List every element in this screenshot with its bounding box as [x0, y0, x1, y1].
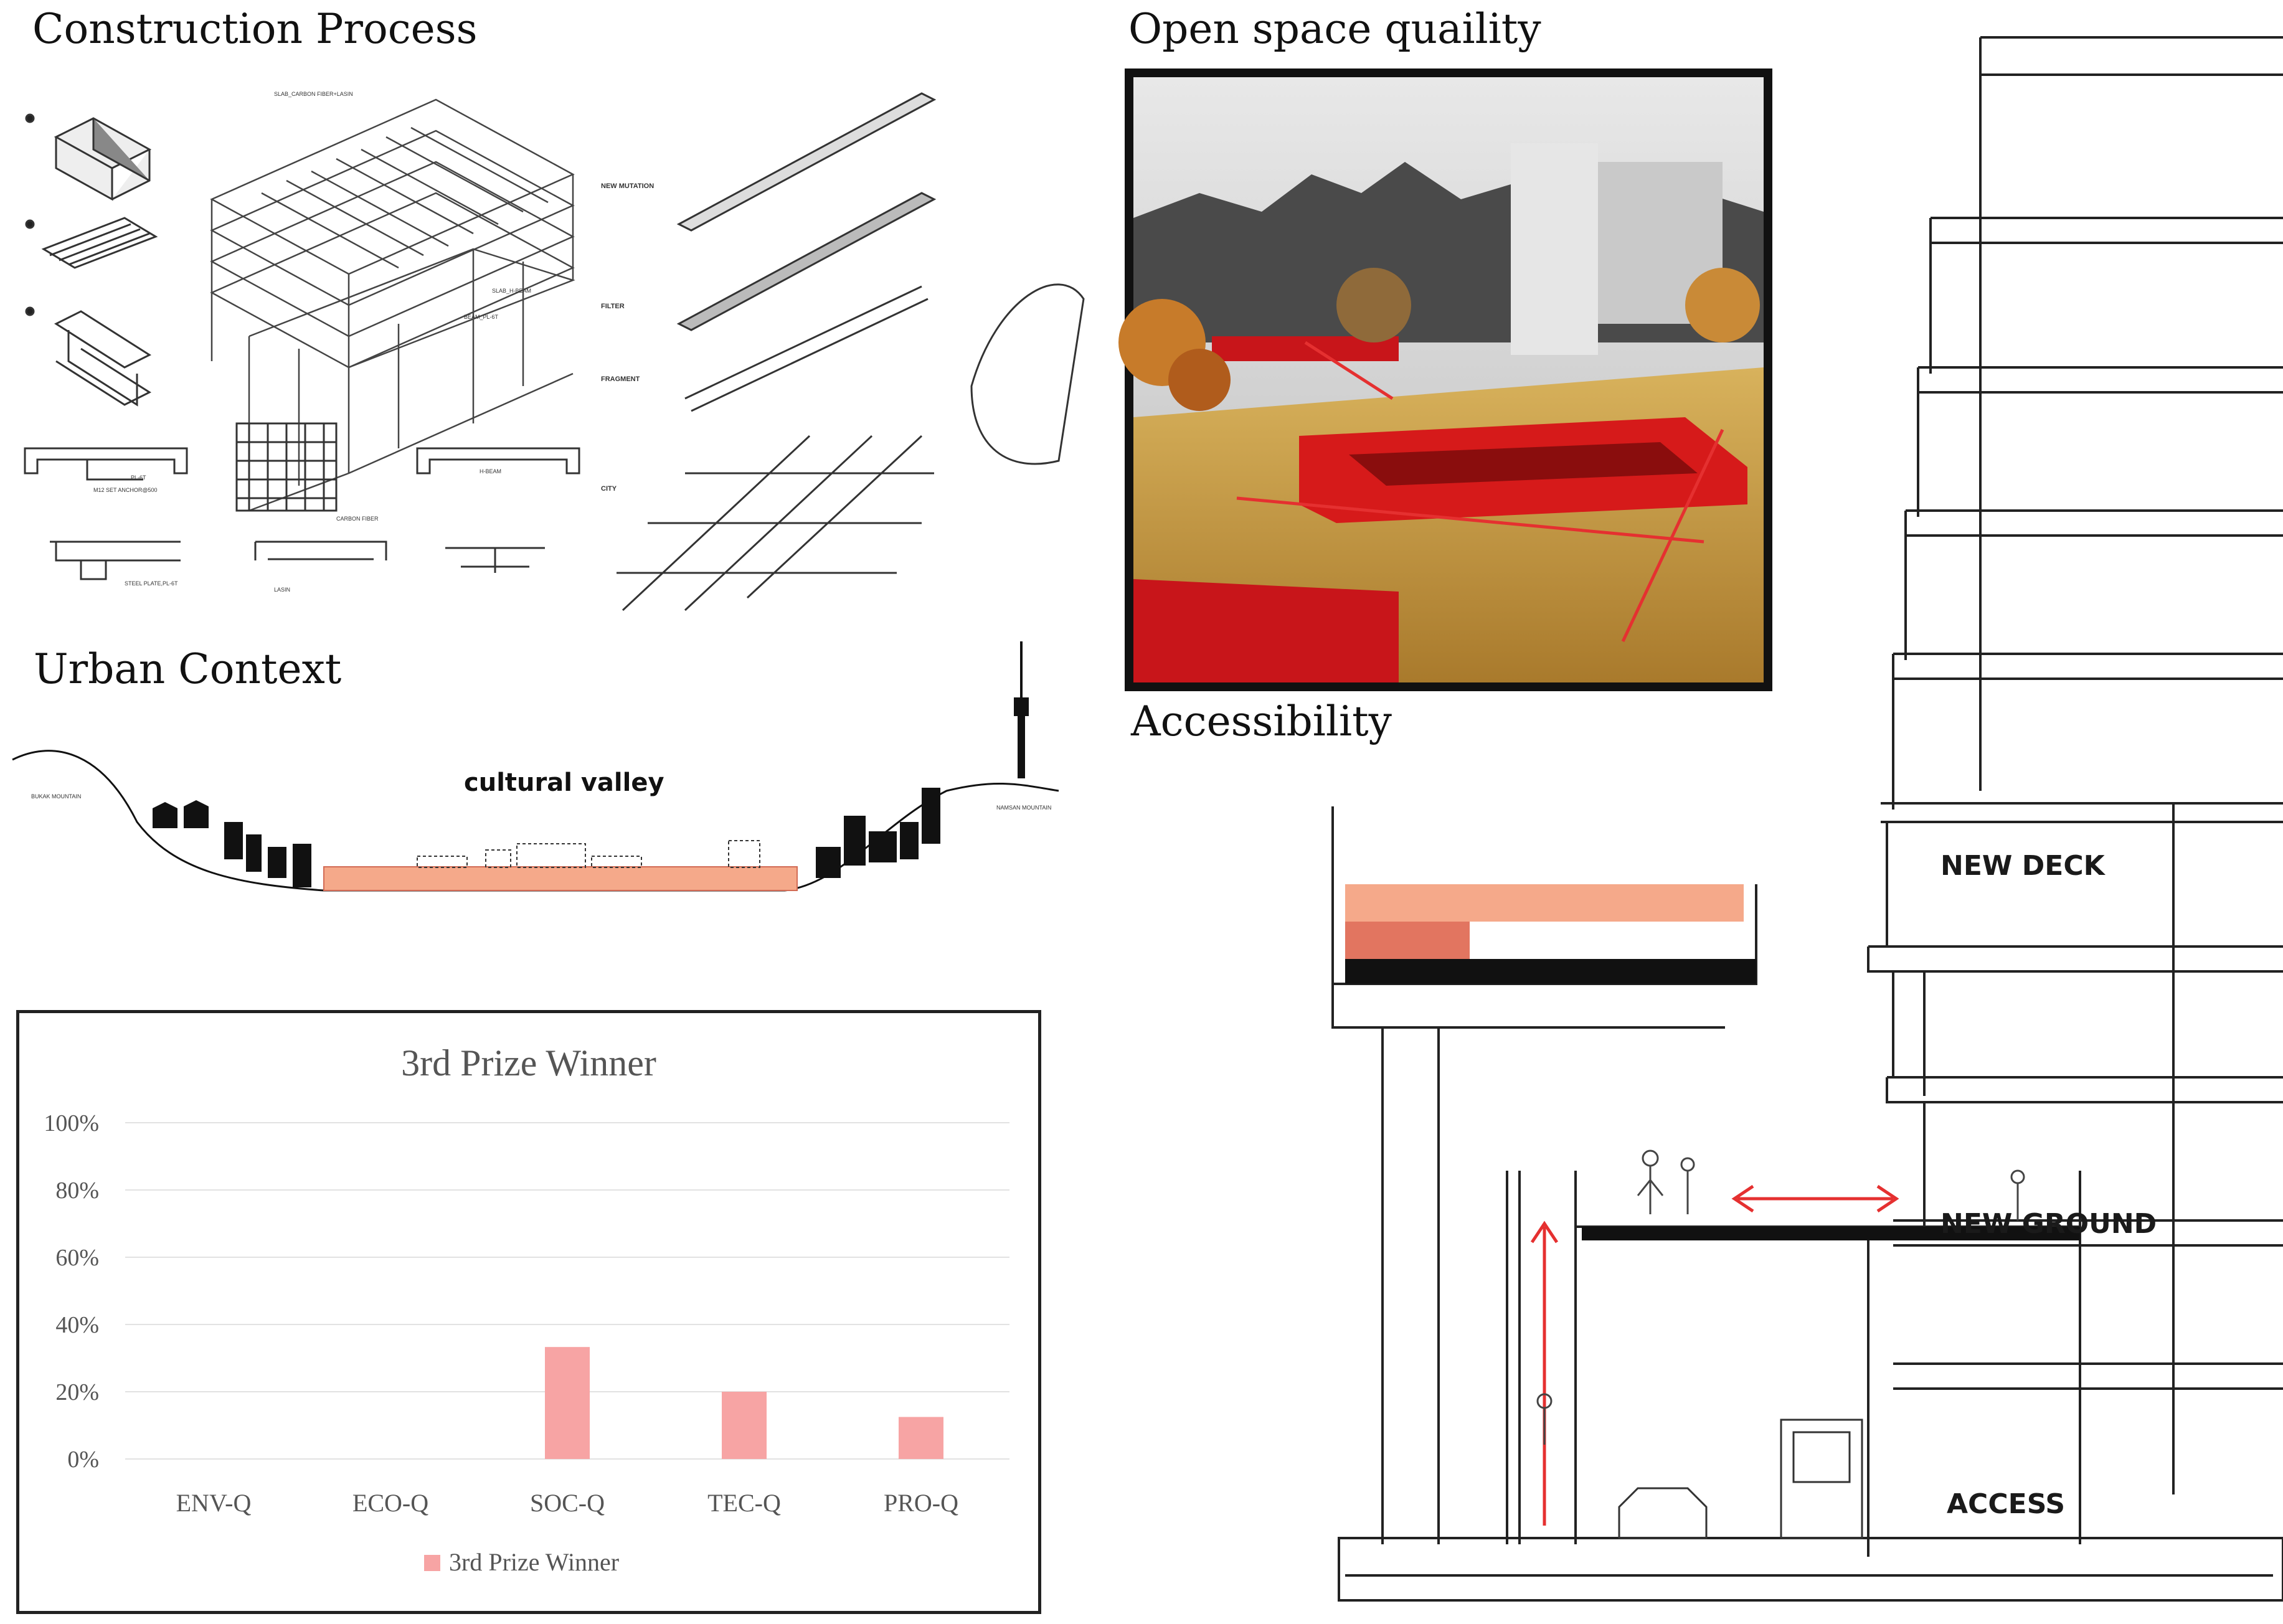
- axonometric-frame: [210, 98, 575, 512]
- chart-title: 3rd Prize Winner: [401, 1042, 656, 1083]
- bukak-mountain-label: BUKAK MOUNTAIN: [31, 793, 81, 800]
- open-space-render: [1118, 68, 1772, 691]
- callout-anchor: M12 SET ANCHOR@500: [93, 487, 158, 493]
- callout-steel-plate: STEEL PLATE,PL-6T: [125, 580, 178, 587]
- callout-slab-carbon: SLAB_CARBON FIBER+LASIN: [274, 91, 353, 97]
- right-buildings: [816, 788, 940, 878]
- y-tick-label: 20%: [55, 1379, 99, 1405]
- vehicles: [1618, 1419, 1863, 1539]
- component-channel: [25, 113, 152, 201]
- prize-bar-chart: 3rd Prize Winner 100% 80% 60% 40% 20% 0% ENV-Q E…: [44, 1042, 1009, 1576]
- trees: [1118, 268, 1760, 411]
- building-section: NEW DECK NEW GROUND ACCESS: [1331, 36, 2283, 1602]
- people-figures: [1536, 1150, 2025, 1445]
- bar: [899, 1417, 943, 1459]
- y-tick-label: 80%: [55, 1178, 99, 1204]
- x-tick-label: SOC-Q: [530, 1489, 605, 1517]
- deck-soil: [1345, 884, 1744, 922]
- new-ground-label: NEW GROUND: [1940, 1208, 2157, 1240]
- new-ground-slab: [1582, 1227, 2080, 1240]
- prize-chart-panel: 3rd Prize Winner 100% 80% 60% 40% 20% 0% ENV-Q E…: [16, 1010, 1041, 1614]
- open-space-heading: Open space quaility: [1128, 5, 1541, 53]
- y-tick-label: 0%: [67, 1447, 99, 1473]
- namsan-tower: [1014, 641, 1029, 778]
- legend-swatch: [424, 1555, 440, 1571]
- x-tick-label: TEC-Q: [707, 1489, 781, 1517]
- callout-carbon-fiber: CARBON FIBER: [336, 516, 379, 522]
- layer-label-fragment: FRAGMENT: [601, 375, 640, 383]
- layer-strips: [617, 92, 1085, 611]
- callout-slab-hbeam: SLAB_H-BEAM: [492, 288, 531, 294]
- y-tick-label: 40%: [55, 1312, 99, 1338]
- bar: [545, 1347, 590, 1459]
- callout-hbeam: H-BEAM: [480, 468, 501, 474]
- construction-drawings: SLAB_CARBON FIBER+LASIN SLAB_H-BEAM BEAM…: [24, 91, 1085, 611]
- accessibility-heading: Accessibility: [1131, 697, 1392, 745]
- callout-pl: PL-6T: [131, 474, 146, 481]
- namsan-mountain-label: NAMSAN MOUNTAIN: [996, 805, 1051, 811]
- urban-context-section: cultural valley BUKAK MOUNTAIN NAMSAN MO…: [12, 641, 1059, 892]
- details-row: [24, 422, 580, 580]
- section-arrows: [1530, 1184, 1899, 1526]
- facade-frame: [1867, 36, 2283, 1557]
- cultural-valley-band: [323, 866, 798, 891]
- legend-label: 3rd Prize Winner: [449, 1548, 619, 1576]
- y-tick-label: 60%: [55, 1245, 99, 1271]
- x-tick-label: ECO-Q: [352, 1489, 428, 1517]
- layer-label-city: CITY: [601, 485, 617, 493]
- callout-lasin: LASIN: [274, 587, 290, 593]
- new-deck-label: NEW DECK: [1940, 850, 2106, 882]
- component-carbon: [25, 217, 158, 269]
- dashed-structures: [417, 840, 760, 868]
- layer-label-filter: FILTER: [601, 303, 625, 310]
- x-tick-label: ENV-Q: [176, 1489, 252, 1517]
- component-hbeam: [25, 306, 152, 407]
- tower-block: [1511, 143, 1598, 355]
- layer-label-mutation: NEW MUTATION: [601, 182, 654, 190]
- access-label: ACCESS: [1947, 1488, 2065, 1520]
- access-arrows: [1236, 341, 1724, 643]
- cultural-valley-label: cultural valley: [464, 768, 664, 797]
- left-buildings: [153, 800, 311, 887]
- construction-process-heading: Construction Process: [32, 5, 478, 53]
- x-tick-label: PRO-Q: [884, 1489, 958, 1517]
- urban-context-heading: Urban Context: [34, 645, 342, 693]
- y-tick-label: 100%: [44, 1110, 99, 1136]
- callout-beam: BEAM_PL-6T: [464, 314, 499, 320]
- bar: [722, 1392, 767, 1459]
